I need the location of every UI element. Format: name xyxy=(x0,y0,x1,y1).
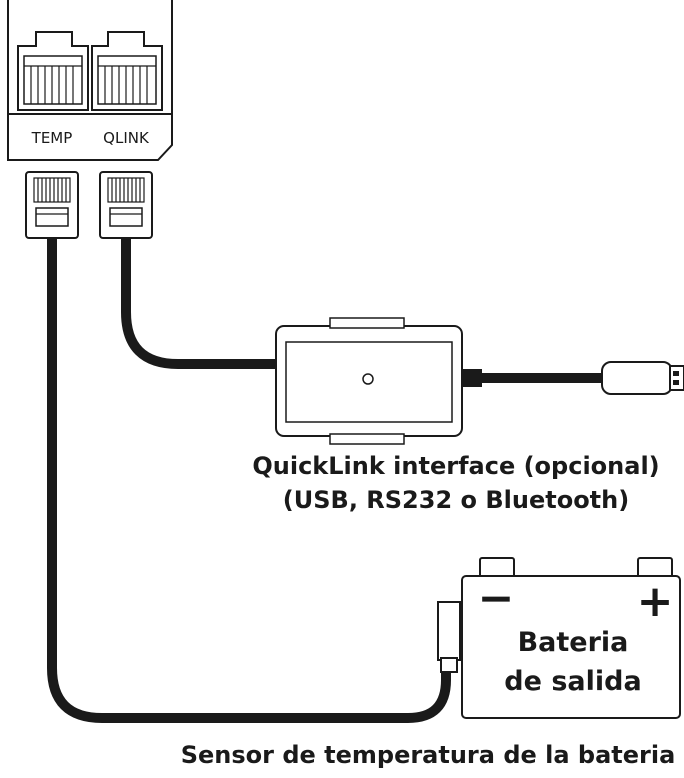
status-led-icon xyxy=(362,373,374,385)
device-port-panel: TEMP QLINK xyxy=(7,0,173,161)
battery-plus-symbol: + xyxy=(637,576,674,627)
temp-plug xyxy=(25,171,79,239)
quicklink-interface xyxy=(275,317,463,445)
qlink-jack xyxy=(91,31,163,111)
usb-plug-icon xyxy=(601,361,684,395)
qlink-port-label: QLINK xyxy=(103,129,150,147)
quicklink-caption-line2: (USB, RS232 o Bluetooth) xyxy=(283,486,629,514)
qlink-plug xyxy=(99,171,153,239)
battery-minus-symbol: − xyxy=(478,573,515,624)
battery-body xyxy=(461,575,681,719)
temp-jack xyxy=(17,31,89,111)
temperature-sensor xyxy=(437,601,461,673)
battery-label-line1: Bateria xyxy=(518,627,629,658)
sensor-caption: Sensor de temperatura de la bateria xyxy=(181,741,676,769)
battery: − + Bateria de salida xyxy=(461,557,681,719)
qlink-cable xyxy=(121,236,276,369)
usb-strain-relief xyxy=(462,369,482,387)
quicklink-caption-line1: QuickLink interface (opcional) xyxy=(252,452,659,480)
battery-label-line2: de salida xyxy=(504,666,641,697)
temp-sensor-cable xyxy=(47,236,451,723)
temp-port-label: TEMP xyxy=(31,129,73,147)
cables xyxy=(47,236,602,723)
